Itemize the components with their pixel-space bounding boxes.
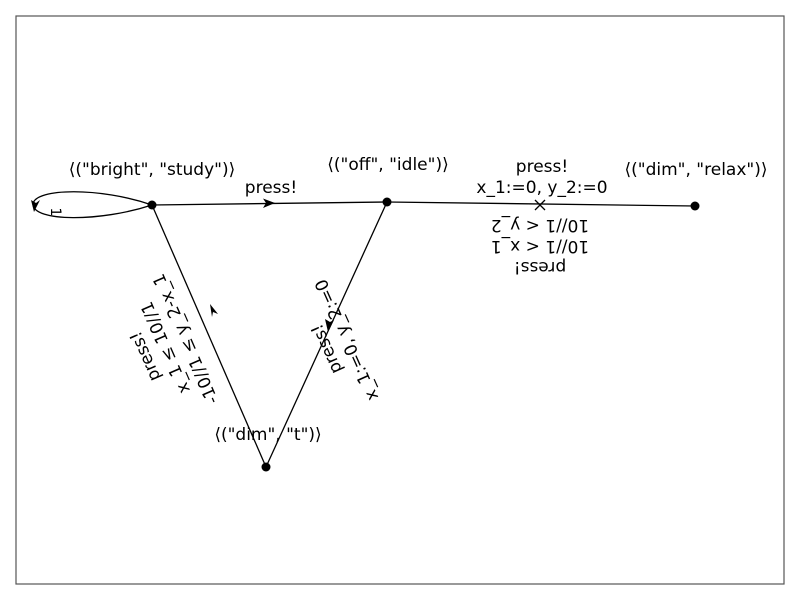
cross-marker-off-relax <box>534 199 546 211</box>
arrowhead-off-to-dim-t <box>325 319 334 332</box>
node-dim-t <box>261 462 271 472</box>
edge-label-relax-off-group: press! 10//1 < x_1 10//1 < y_2 <box>491 215 589 277</box>
edge-label-relax-off-guard-y: 10//1 < y_2 <box>491 215 589 235</box>
edge-label-self-loop: 1 <box>47 208 63 217</box>
node-label-bright-study: ⟨("bright", "study")⟩ <box>69 160 236 180</box>
plot-frame <box>15 15 785 585</box>
edge-label-relax-off-action: press! <box>514 257 566 277</box>
edge-off-to-dim-t <box>265 201 388 468</box>
edge-dim-t-to-bright <box>151 204 267 468</box>
node-label-dim-t: ⟨("dim", "t")⟩ <box>214 425 321 445</box>
edge-label-relax-off-guard-x: 10//1 < x_1 <box>491 236 589 256</box>
node-off-idle <box>382 197 392 207</box>
arrowhead-dim-t-to-bright <box>210 304 218 317</box>
node-label-dim-relax: ⟨("dim", "relax")⟩ <box>625 160 768 180</box>
edge-label-off-relax-reset: x_1:=0, y_2:=0 <box>476 178 607 198</box>
node-label-off-idle: ⟨("off", "idle")⟩ <box>327 155 448 175</box>
edge-label-off-relax-action: press! <box>516 157 568 177</box>
edge-label-bright-off-action: press! <box>245 178 297 198</box>
node-bright-study <box>147 200 157 210</box>
arrowhead-bright-to-off <box>263 198 275 208</box>
arrowhead-self-loop <box>31 200 40 212</box>
node-dim-relax <box>690 201 700 211</box>
